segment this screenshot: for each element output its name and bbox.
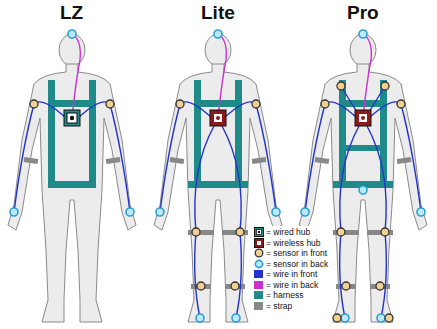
legend-text: = wire in front xyxy=(266,269,317,279)
legend-text: = sensor in front xyxy=(266,248,327,258)
legend-row: = sensor in front xyxy=(254,248,328,259)
figure-title: LZ xyxy=(60,2,83,24)
figure-title: Lite xyxy=(201,2,235,24)
legend-swatch xyxy=(254,269,264,279)
legend-row: = strap xyxy=(254,301,328,312)
legend: = wired hub= wireless hub= sensor in fro… xyxy=(252,226,330,312)
legend-row: = wire in back xyxy=(254,280,328,291)
legend-text: = wired hub xyxy=(266,227,310,237)
legend-text: = sensor in back xyxy=(266,259,328,269)
legend-swatch xyxy=(254,259,264,269)
legend-row: = wireless hub xyxy=(254,238,328,249)
legend-text: = harness xyxy=(266,290,304,300)
legend-swatch xyxy=(254,238,264,248)
legend-row: = sensor in back xyxy=(254,259,328,270)
legend-swatch xyxy=(254,227,264,237)
legend-row: = wire in front xyxy=(254,269,328,280)
legend-swatch xyxy=(254,290,264,300)
legend-row: = harness xyxy=(254,290,328,301)
legend-text: = wire in back xyxy=(266,280,318,290)
legend-swatch xyxy=(254,248,264,258)
legend-row: = wired hub xyxy=(254,227,328,238)
legend-text: = wireless hub xyxy=(266,238,321,248)
figure-title: Pro xyxy=(347,2,379,24)
legend-swatch xyxy=(254,301,264,311)
legend-text: = strap xyxy=(266,301,292,311)
legend-swatch xyxy=(254,280,264,290)
